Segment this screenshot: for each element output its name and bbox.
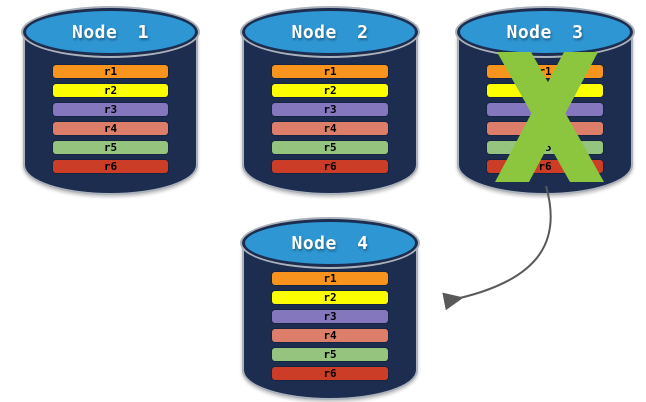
row-stack: r1 r2 r3 r4 r5 r6	[272, 272, 388, 380]
row-r1: r1	[487, 65, 603, 78]
node-title: Node 1	[71, 21, 150, 43]
row-r2: r2	[272, 84, 388, 97]
row-r1: r1	[272, 65, 388, 78]
row-r5: r5	[272, 141, 388, 154]
node-title: Node 4	[291, 232, 369, 254]
row-r6: r6	[487, 160, 603, 173]
row-stack: r1 r2 r3 r4 r5 r6	[272, 65, 388, 173]
row-r5: r5	[53, 141, 168, 154]
row-stack: r1 r2 r3 r4 r5 r6	[487, 65, 603, 173]
failover-arrow	[442, 185, 552, 311]
row-r6: r6	[272, 160, 388, 173]
row-r4: r4	[487, 122, 603, 135]
row-r1: r1	[53, 65, 168, 78]
row-r3: r3	[272, 310, 388, 323]
node-4: Node 4 r1 r2 r3 r4 r5 r6	[242, 219, 418, 400]
row-r2: r2	[53, 84, 168, 97]
row-stack: r1 r2 r3 r4 r5 r6	[53, 65, 168, 173]
cylinder-top: Node 4	[242, 219, 418, 267]
row-r4: r4	[272, 122, 388, 135]
row-r6: r6	[272, 367, 388, 380]
cylinder-top: Node 1	[23, 8, 198, 56]
row-r5: r5	[487, 141, 603, 154]
row-r5: r5	[272, 348, 388, 361]
node-1: Node 1 r1 r2 r3 r4 r5 r6	[23, 8, 198, 195]
node-3: Node 3 r1 r2 r3 r4 r5 r6	[457, 8, 633, 195]
node-2: Node 2 r1 r2 r3 r4 r5 r6	[242, 8, 418, 195]
row-r1: r1	[272, 272, 388, 285]
cylinder-top: Node 3	[457, 8, 633, 56]
row-r3: r3	[272, 103, 388, 116]
node-title: Node 2	[291, 21, 369, 43]
row-r3: r3	[487, 103, 603, 116]
row-r4: r4	[272, 329, 388, 342]
row-r6: r6	[53, 160, 168, 173]
row-r2: r2	[272, 291, 388, 304]
row-r4: r4	[53, 122, 168, 135]
row-r2: r2	[487, 84, 603, 97]
cylinder-top: Node 2	[242, 8, 418, 56]
row-r3: r3	[53, 103, 168, 116]
node-title: Node 3	[506, 21, 584, 43]
